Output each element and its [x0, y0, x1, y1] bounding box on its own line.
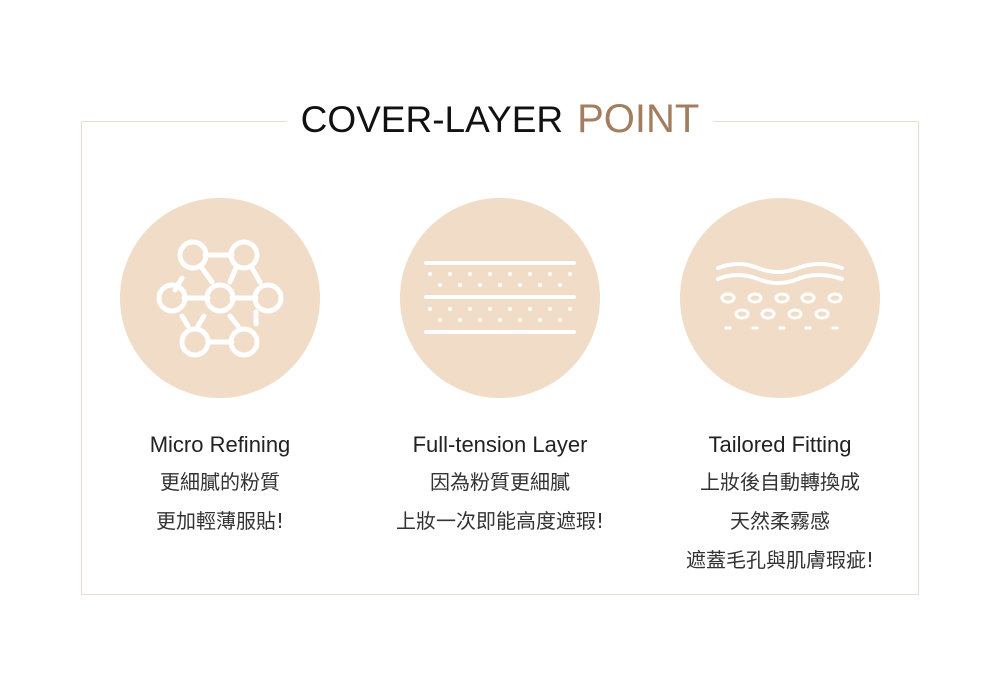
- feature-text: 更加輕薄服貼!: [155, 509, 285, 533]
- feature-heading: Micro Refining: [149, 432, 291, 457]
- feature-micro-refining: Micro Refining 更細膩的粉質 更加輕薄服貼!: [80, 198, 360, 541]
- page-title: COVER-LAYER POINT: [0, 96, 1000, 143]
- feature-tailored-fitting: Tailored Fitting 上妝後自動轉換成 天然柔霧感 遮蓋毛孔與肌膚瑕…: [640, 198, 920, 580]
- feature-heading: Tailored Fitting: [708, 432, 852, 457]
- molecule-network-icon: [120, 198, 320, 398]
- feature-text: 因為粉質更細膩: [430, 470, 570, 494]
- feature-text: 更細膩的粉質: [160, 470, 280, 494]
- title-main: COVER-LAYER: [300, 99, 564, 140]
- layers-dots-icon: [400, 198, 600, 398]
- title-accent: POINT: [577, 97, 700, 141]
- feature-heading: Full-tension Layer: [412, 432, 588, 457]
- feature-text: 上妝後自動轉換成: [700, 470, 860, 494]
- feature-text: 天然柔霧感: [730, 509, 830, 533]
- feature-text: 上妝一次即能高度遮瑕!: [395, 509, 605, 533]
- feature-full-tension-layer: Full-tension Layer 因為粉質更細膩 上妝一次即能高度遮瑕!: [360, 198, 640, 541]
- feature-text: 遮蓋毛孔與肌膚瑕疵!: [685, 548, 875, 572]
- skin-waves-icon: [680, 198, 880, 398]
